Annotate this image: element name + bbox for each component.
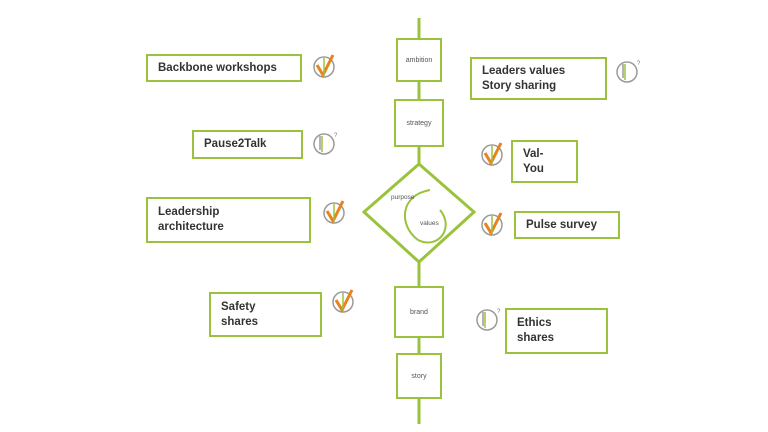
ethics-shares-label: Ethics shares bbox=[517, 317, 555, 344]
checkmark-circle-icon bbox=[313, 54, 335, 79]
pulse-survey-label: Pulse survey bbox=[526, 218, 597, 231]
val-you-label: Val- You bbox=[523, 147, 544, 175]
strategy-label: strategy bbox=[406, 119, 432, 127]
backbone-workshops-box: Backbone workshops bbox=[146, 54, 302, 82]
pause2talk-label: Pause2Talk bbox=[204, 138, 267, 150]
pause2talk-box: Pause2Talk bbox=[192, 130, 303, 159]
val-you-box: Val- You bbox=[511, 140, 578, 183]
backbone-workshops-label: Backbone workshops bbox=[158, 61, 277, 74]
ethics-shares-box: Ethics shares bbox=[505, 308, 608, 354]
checkmark-circle-icon bbox=[481, 212, 503, 237]
ambition-box: ambition bbox=[396, 38, 442, 82]
leaders-values-box: Leaders values Story sharing bbox=[470, 57, 607, 100]
purpose-label: purpose bbox=[391, 194, 415, 201]
safety-shares-box: Safety shares bbox=[209, 292, 322, 337]
strategy-box: strategy bbox=[394, 99, 444, 147]
leaders-values-label: Leaders values Story sharing bbox=[482, 64, 566, 92]
story-label: story bbox=[411, 372, 427, 380]
values-label: values bbox=[420, 220, 439, 227]
purpose-values-diamond bbox=[361, 162, 477, 265]
safety-shares-label: Safety shares bbox=[221, 300, 259, 328]
leadership-architecture-box: Leadership architecture bbox=[146, 197, 311, 243]
brand-label: brand bbox=[410, 308, 428, 316]
ambition-label: ambition bbox=[405, 56, 433, 64]
svg-text:?: ? bbox=[334, 133, 338, 139]
story-box: story bbox=[396, 353, 442, 399]
brand-box: brand bbox=[394, 286, 444, 338]
svg-text:?: ? bbox=[497, 309, 501, 315]
svg-text:?: ? bbox=[637, 61, 641, 67]
checkmark-circle-icon bbox=[481, 142, 503, 167]
checkmark-circle-icon bbox=[323, 200, 345, 225]
gauge-circle-icon: ? bbox=[616, 61, 641, 83]
pulse-survey-box: Pulse survey bbox=[514, 211, 620, 239]
diamond-swirl bbox=[403, 189, 447, 244]
checkmark-circle-icon bbox=[332, 289, 354, 314]
leadership-architecture-label: Leadership architecture bbox=[158, 206, 224, 233]
gauge-circle-icon: ? bbox=[313, 133, 338, 155]
gauge-circle-icon: ? bbox=[476, 309, 501, 331]
